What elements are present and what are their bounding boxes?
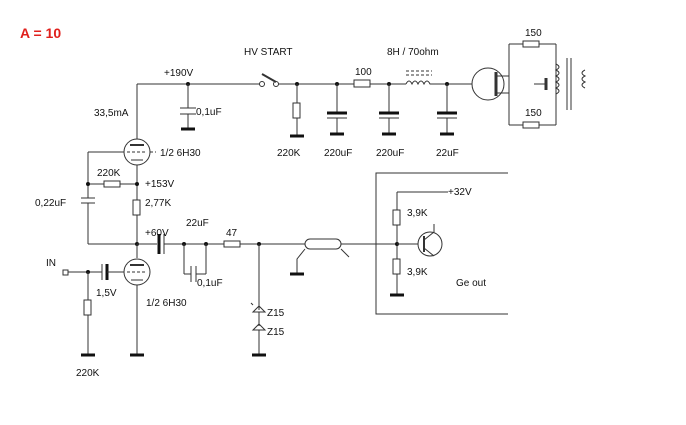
label-c022: 0,22uF xyxy=(35,198,66,209)
output-tube-transformer xyxy=(471,40,587,129)
label-c220-a: 220uF xyxy=(324,148,352,159)
label-current: 33,5mA xyxy=(94,108,129,119)
coupling-network xyxy=(137,234,305,357)
label-v60: +60V xyxy=(145,228,169,239)
label-v15: 1,5V xyxy=(96,288,117,299)
label-inductor: 8H / 70ohm xyxy=(387,47,439,58)
label-r39k-b: 3,9K xyxy=(407,267,428,278)
label-r150-top: 150 xyxy=(525,28,542,39)
label-in: IN xyxy=(46,258,56,269)
label-r220k-bottom: 220K xyxy=(76,368,100,379)
label-z15-a: Z15 xyxy=(267,308,285,319)
tube-lower xyxy=(123,244,151,357)
label-hv-start: HV START xyxy=(244,47,293,58)
tube-upper xyxy=(123,84,156,245)
choke-inductor xyxy=(405,70,432,86)
label-z15-b: Z15 xyxy=(267,327,285,338)
label-r47: 47 xyxy=(226,228,238,239)
label-v190: +190V xyxy=(164,68,194,79)
label-tube-bottom: 1/2 6H30 xyxy=(146,298,187,309)
label-r100: 100 xyxy=(355,67,372,78)
input-network xyxy=(62,264,124,357)
cap-01uf-top xyxy=(180,84,196,131)
label-c01-top: 0,1uF xyxy=(196,107,222,118)
label-c22-right: 22uF xyxy=(436,148,459,159)
label-r220k-top: 220K xyxy=(277,148,301,159)
label-r150-bottom: 150 xyxy=(525,108,542,119)
shielded-cable xyxy=(290,238,396,276)
label-v153: +153V xyxy=(145,179,175,190)
cap-220uf-b xyxy=(379,84,399,136)
bleeder-220k xyxy=(290,84,304,138)
label-tube-top: 1/2 6H30 xyxy=(160,148,201,159)
feedback-network xyxy=(81,151,141,246)
label-v32: +32V xyxy=(448,187,472,198)
hv-start-switch xyxy=(259,73,279,87)
label-c22-mid: 22uF xyxy=(186,218,209,229)
hv-rail xyxy=(137,82,473,86)
label-r277: 2,77K xyxy=(145,198,171,209)
label-c01-mid: 0,1uF xyxy=(197,278,223,289)
label-r220k-fb: 220K xyxy=(97,168,121,179)
cap-220uf-a xyxy=(327,84,347,136)
label-ge-out: Ge out xyxy=(456,278,486,289)
cap-22uf-right xyxy=(437,84,457,136)
label-r39k-a: 3,9K xyxy=(407,208,428,219)
label-c220-b: 220uF xyxy=(376,148,404,159)
resistor-100 xyxy=(353,79,371,88)
ge-output-box xyxy=(375,172,508,315)
gain-title: A = 10 xyxy=(20,25,61,41)
